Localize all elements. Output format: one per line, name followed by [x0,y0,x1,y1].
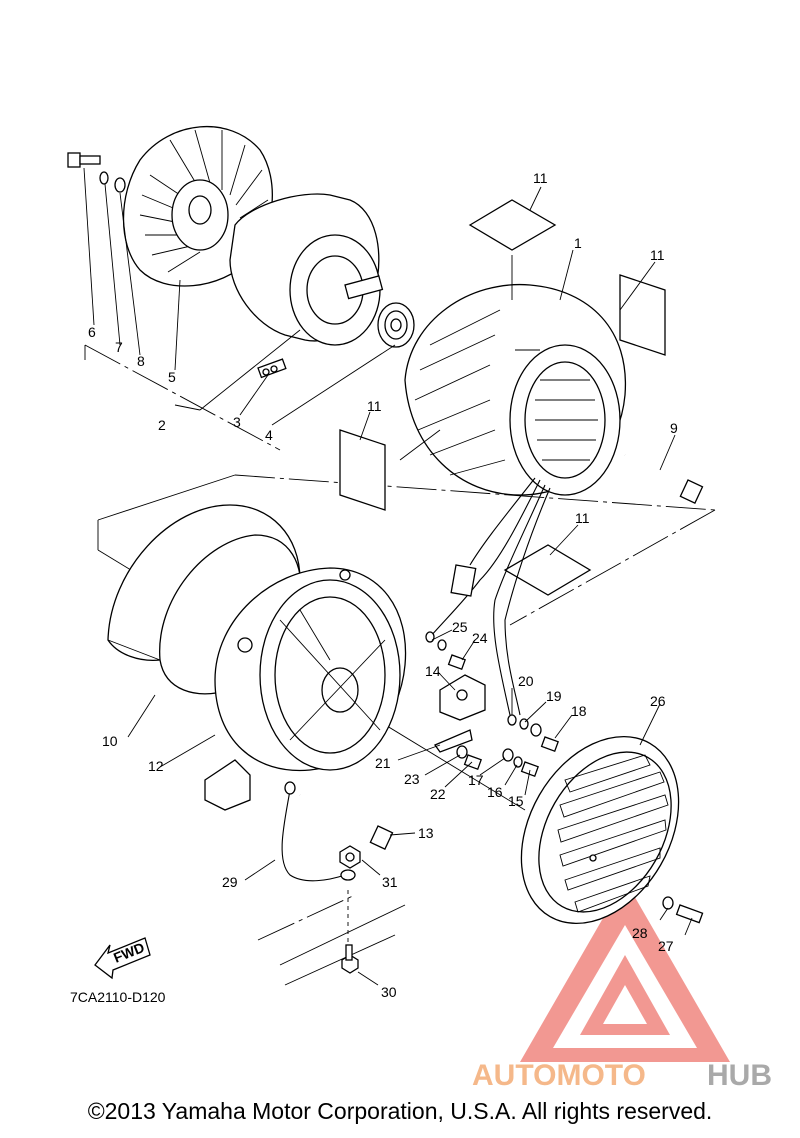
label-part-13: 13 [418,825,434,841]
label-part-21: 21 [375,755,391,771]
diagram-code: 7CA2110-D120 [70,989,166,1005]
label-part-7: 7 [115,339,123,355]
hardware-small [425,631,559,778]
label-part-25: 25 [452,619,468,635]
nut-31 [339,845,361,869]
label-part-11b: 11 [650,247,665,263]
label-part-6: 6 [88,324,96,340]
fwd-arrow-icon: FWD [94,937,151,980]
label-part-30: 30 [381,984,397,1000]
label-part-27: 27 [658,938,674,954]
label-part-4: 4 [265,427,273,443]
label-part-3: 3 [233,414,241,430]
through-bolt-9 [624,453,704,504]
washer-7 [99,171,109,185]
end-cover-grille [520,735,680,925]
label-part-19: 19 [546,688,562,704]
leader-lines [83,167,693,986]
label-part-9: 9 [670,420,678,436]
watermark-text-automoto: AUTOMOTO [472,1059,646,1092]
bearing [377,302,415,348]
insulator-pad-top [468,199,557,251]
bolt-6 [67,152,101,168]
label-part-16: 16 [487,784,503,800]
bolt-13 [299,793,394,850]
label-part-11a: 11 [533,170,548,186]
label-part-17: 17 [468,772,484,788]
insulator-pad-lower [503,544,592,596]
label-part-8: 8 [137,353,145,369]
label-part-18: 18 [571,703,587,719]
rotor [229,193,384,346]
ground-lead [281,781,356,882]
label-part-15: 15 [508,793,524,809]
stator [404,283,627,496]
label-part-26: 26 [650,693,666,709]
label-part-14: 14 [425,663,441,679]
label-part-10: 10 [102,733,118,749]
label-part-22: 22 [430,786,446,802]
label-part-11c: 11 [367,398,382,414]
brushes [257,358,287,379]
bracket-cover [107,504,302,695]
generator-frame [204,567,407,811]
wire-harness [429,477,551,716]
label-part-23: 23 [404,771,420,787]
label-part-20: 20 [518,673,534,689]
label-part-28: 28 [632,925,648,941]
insulator-pad-left [339,429,386,511]
insulator-pad-right [619,274,666,356]
label-part-12: 12 [148,758,164,774]
label-part-31: 31 [382,874,398,890]
washer-28 [662,896,674,910]
bolt-30 [341,890,359,974]
label-part-2: 2 [158,417,166,433]
label-part-29: 29 [222,874,238,890]
label-part-1: 1 [574,235,582,251]
washer-8 [114,177,126,193]
label-part-11d: 11 [575,510,590,526]
screw-27 [675,904,704,924]
watermark-wordmark: AUTOMOTO HUB [472,1059,772,1092]
label-part-5: 5 [168,369,176,385]
watermark-logo [520,880,730,1062]
watermark-text-hub: HUB [707,1059,772,1092]
copyright-notice: ©2013 Yamaha Motor Corporation, U.S.A. A… [87,1098,713,1124]
label-part-24: 24 [472,630,488,646]
part-labels: 1 2 3 4 5 6 7 8 9 10 11 11 11 11 12 13 1… [70,170,678,1005]
